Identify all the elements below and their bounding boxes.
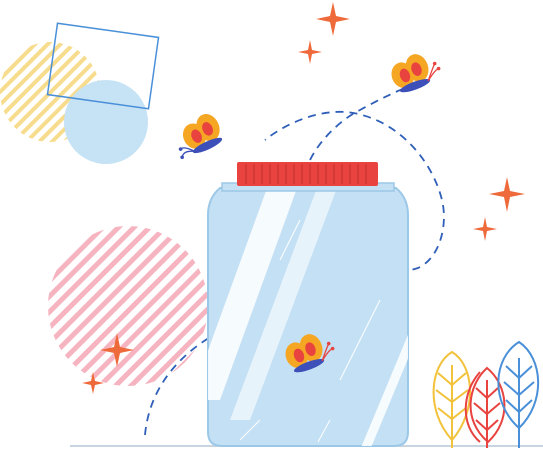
plant-blue [497,340,540,448]
sparkle-icon [100,333,134,367]
pink-striped-circle [48,226,208,386]
sparkle-icon [82,372,104,394]
decor-top-left [0,22,160,164]
blue-circle [64,80,148,164]
sparkle-icon [316,2,350,36]
sparkle-icon [298,40,322,64]
butterfly-icon [178,114,223,160]
jar-reflections [208,188,408,446]
sparkle-icon [489,177,525,212]
jar-lid-ridges [245,164,367,184]
flight-path-top [309,87,406,161]
plant-red [464,366,506,448]
outline-square [46,22,160,110]
glass-jar [207,162,409,447]
plant-yellow [432,350,471,448]
sparkle-icon [473,217,497,241]
butterfly-icon [285,334,335,373]
butterfly-icon [391,54,441,93]
jar-lid [237,162,378,186]
